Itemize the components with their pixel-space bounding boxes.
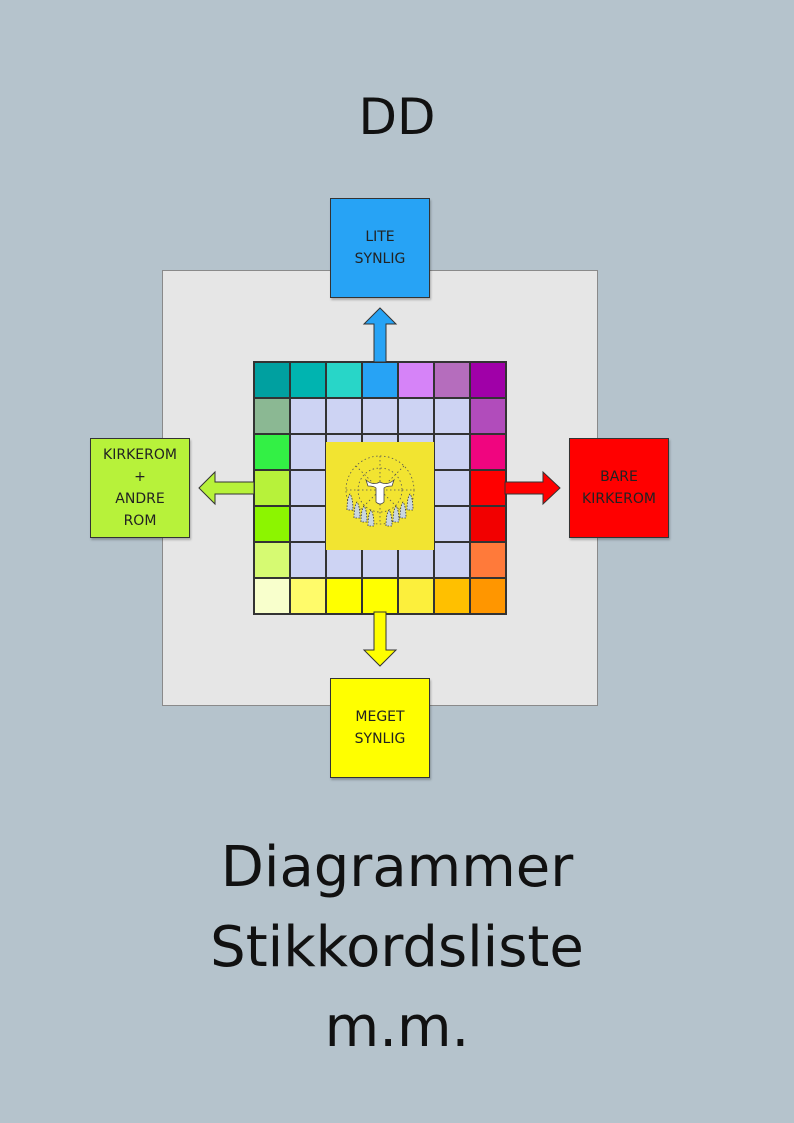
arrow-left-icon (198, 470, 255, 506)
box-bare-kirkerom: BARE KIRKEROM (569, 438, 669, 538)
grid-cell (326, 398, 362, 434)
footer-line: Stikkordsliste (210, 915, 584, 980)
grid-cell (398, 578, 434, 614)
footer-line: Diagrammer (220, 835, 574, 900)
grid-cell (254, 398, 290, 434)
grid-cell (290, 434, 326, 470)
grid-cell (398, 362, 434, 398)
grid-cell (254, 470, 290, 506)
grid-cell (434, 434, 470, 470)
footer-title: Diagrammer Stikkordsliste m.m. (0, 828, 794, 1068)
footer-line: m.m. (324, 995, 470, 1060)
church-emblem-icon (345, 455, 415, 527)
box-lite-synlig: LITE SYNLIG (330, 198, 430, 298)
box-label: MEGET SYNLIG (354, 709, 406, 747)
grid-cell (254, 434, 290, 470)
grid-cell (326, 578, 362, 614)
grid-cell (362, 578, 398, 614)
box-meget-synlig: MEGET SYNLIG (330, 678, 430, 778)
arrow-right-icon (504, 470, 561, 506)
grid-cell (254, 542, 290, 578)
grid-cell (326, 362, 362, 398)
grid-cell (362, 362, 398, 398)
grid-cell (290, 578, 326, 614)
grid-cell (434, 506, 470, 542)
grid-cell (470, 506, 506, 542)
grid-cell (470, 542, 506, 578)
grid-cell (254, 506, 290, 542)
arrow-up-icon (362, 307, 398, 363)
grid-cell (290, 362, 326, 398)
center-emblem (326, 442, 434, 550)
page-title: DD (358, 88, 436, 146)
grid-cell (290, 542, 326, 578)
grid-cell (290, 470, 326, 506)
grid-cell (470, 398, 506, 434)
grid-cell (470, 470, 506, 506)
grid-cell (434, 578, 470, 614)
grid-cell (290, 506, 326, 542)
grid-cell (398, 398, 434, 434)
arrow-down-icon (362, 611, 398, 667)
grid-cell (362, 398, 398, 434)
grid-cell (290, 398, 326, 434)
grid-cell (470, 362, 506, 398)
box-label: KIRKEROM + ANDRE ROM (103, 447, 177, 529)
grid-cell (434, 542, 470, 578)
grid-cell (470, 578, 506, 614)
grid-cell (470, 434, 506, 470)
box-label: LITE SYNLIG (354, 229, 406, 267)
grid-cell (254, 362, 290, 398)
grid-cell (254, 578, 290, 614)
box-label: BARE KIRKEROM (582, 469, 656, 507)
box-kirkerom-andre-rom: KIRKEROM + ANDRE ROM (90, 438, 190, 538)
grid-cell (434, 470, 470, 506)
grid-cell (434, 398, 470, 434)
grid-cell (434, 362, 470, 398)
